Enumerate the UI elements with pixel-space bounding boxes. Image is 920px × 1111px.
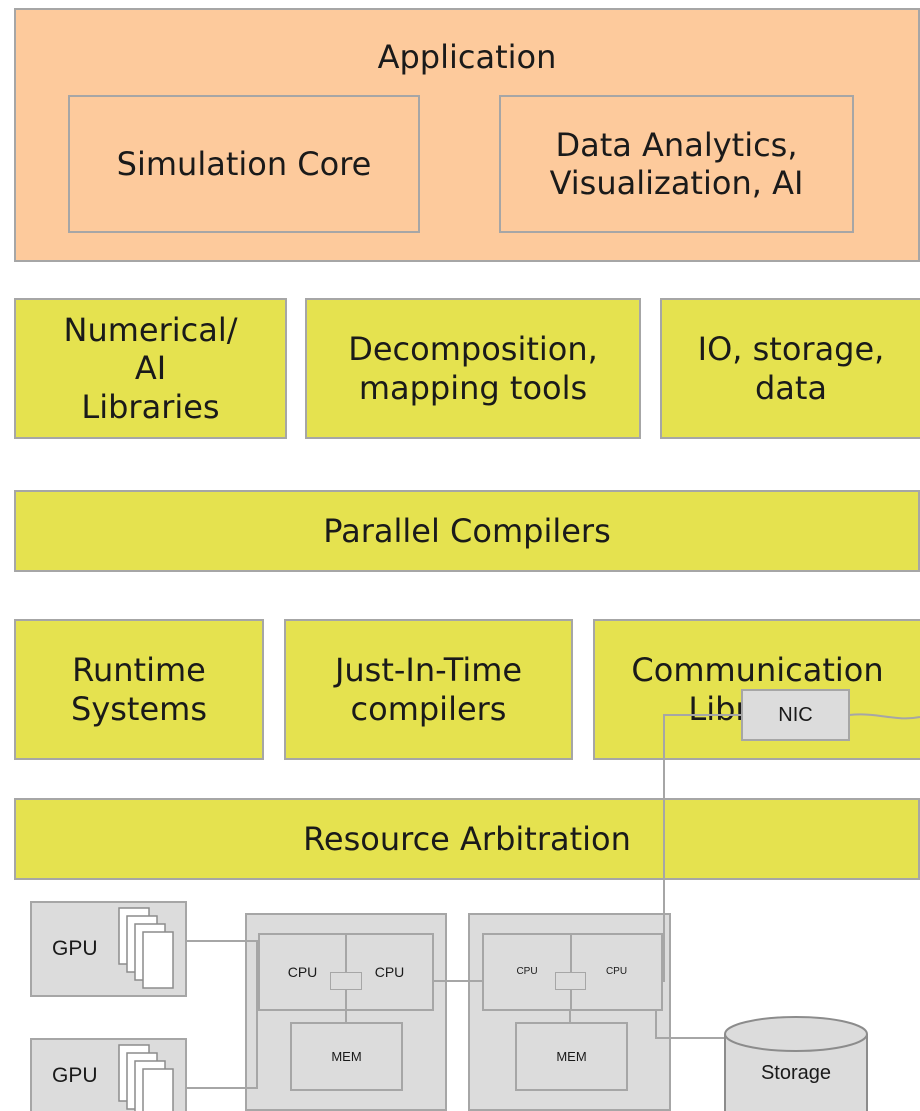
- io-storage-box: IO, storage, data: [660, 298, 920, 439]
- memory-box: MEM: [515, 1022, 628, 1091]
- jit-compilers-box: Just-In-Time compilers: [284, 619, 573, 760]
- gpu-label: GPU: [52, 1063, 98, 1087]
- decomposition-tools-box: Decomposition, mapping tools: [305, 298, 641, 439]
- memory-controller: [555, 972, 586, 990]
- data-analytics-box: Data Analytics, Visualization, AI: [499, 95, 854, 233]
- storage-label: Storage: [760, 1062, 832, 1084]
- simulation-core-box: Simulation Core: [68, 95, 420, 233]
- numerical-libraries-box: Numerical/ AI Libraries: [14, 298, 287, 439]
- runtime-systems-box: Runtime Systems: [14, 619, 264, 760]
- nic-box: NIC: [741, 689, 850, 741]
- gpu-stack-icon: [118, 907, 174, 989]
- memory-box: MEM: [290, 1022, 403, 1091]
- storage-icon: [724, 1016, 868, 1111]
- parallel-compilers-box: Parallel Compilers: [14, 490, 920, 572]
- memory-controller: [330, 972, 362, 990]
- resource-arbitration-box: Resource Arbitration: [14, 798, 920, 880]
- gpu-stack-icon: [118, 1044, 174, 1111]
- application-title: Application: [377, 38, 557, 76]
- gpu-label: GPU: [52, 937, 98, 961]
